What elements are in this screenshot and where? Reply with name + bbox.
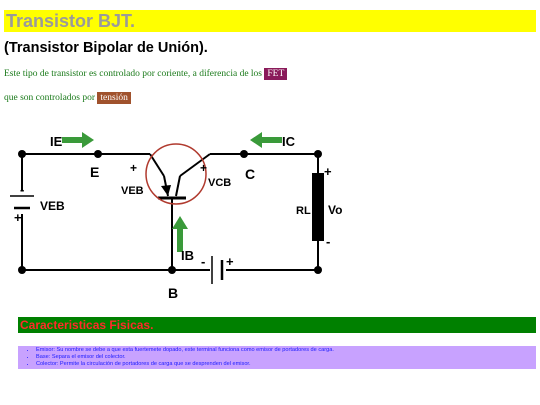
ib-label: IB bbox=[181, 248, 194, 263]
plus-c: + bbox=[200, 161, 207, 175]
transistor-circle bbox=[145, 143, 207, 205]
plus-base-source: + bbox=[226, 254, 234, 269]
rl-label: RL bbox=[296, 205, 311, 217]
node-e bbox=[94, 150, 102, 158]
vo-label: Vo bbox=[328, 203, 342, 217]
vcb-label: VCB bbox=[208, 177, 231, 189]
bjt-circuit-diagram: IE IC IB E C B VEB VCB VEB RL Vo + + + -… bbox=[10, 132, 342, 301]
emitter-arrow-icon bbox=[161, 185, 171, 196]
list-item: Colector: Permite la circulación de port… bbox=[36, 361, 536, 368]
veb-source-label: VEB bbox=[40, 199, 65, 213]
veb-label: VEB bbox=[121, 185, 144, 197]
page-subtitle: (Transistor Bipolar de Unión). bbox=[4, 40, 208, 56]
ic-label: IC bbox=[282, 134, 296, 149]
minus-base-source: - bbox=[201, 254, 205, 269]
fet-link[interactable]: FET bbox=[264, 68, 288, 80]
intro-line-2: que son controlados por tensión bbox=[4, 92, 131, 104]
plus-vo: + bbox=[324, 164, 332, 179]
minus-source: - bbox=[20, 182, 24, 197]
ie-label: IE bbox=[50, 134, 63, 149]
plus-source: + bbox=[14, 210, 22, 225]
section-title: Caracteristicas Fisicas. bbox=[18, 317, 536, 333]
minus-vo: - bbox=[326, 234, 330, 249]
intro-text-2: que son controlados por bbox=[4, 93, 96, 103]
c-label: C bbox=[245, 166, 255, 182]
ie-arrow-icon bbox=[62, 132, 94, 148]
e-label: E bbox=[90, 164, 99, 180]
b-label: B bbox=[168, 285, 178, 301]
tension-link[interactable]: tensión bbox=[97, 92, 131, 104]
intro-text-1: Este tipo de transistor es controlado po… bbox=[4, 69, 262, 79]
node-c bbox=[240, 150, 248, 158]
node-b bbox=[168, 266, 176, 274]
ib-arrow-icon bbox=[172, 216, 188, 252]
page-title: Transistor BJT. bbox=[4, 10, 536, 32]
intro-line-1: Este tipo de transistor es controlado po… bbox=[4, 68, 288, 80]
features-list: Emisor: Su nombre se debe a que esta fue… bbox=[18, 346, 536, 369]
list-item: Emisor: Su nombre se debe a que esta fue… bbox=[36, 347, 536, 354]
load-resistor bbox=[312, 173, 324, 241]
ic-arrow-icon bbox=[250, 132, 282, 148]
list-item: Base: Separa el emisor del colector. bbox=[36, 354, 536, 361]
plus-e: + bbox=[130, 161, 137, 175]
